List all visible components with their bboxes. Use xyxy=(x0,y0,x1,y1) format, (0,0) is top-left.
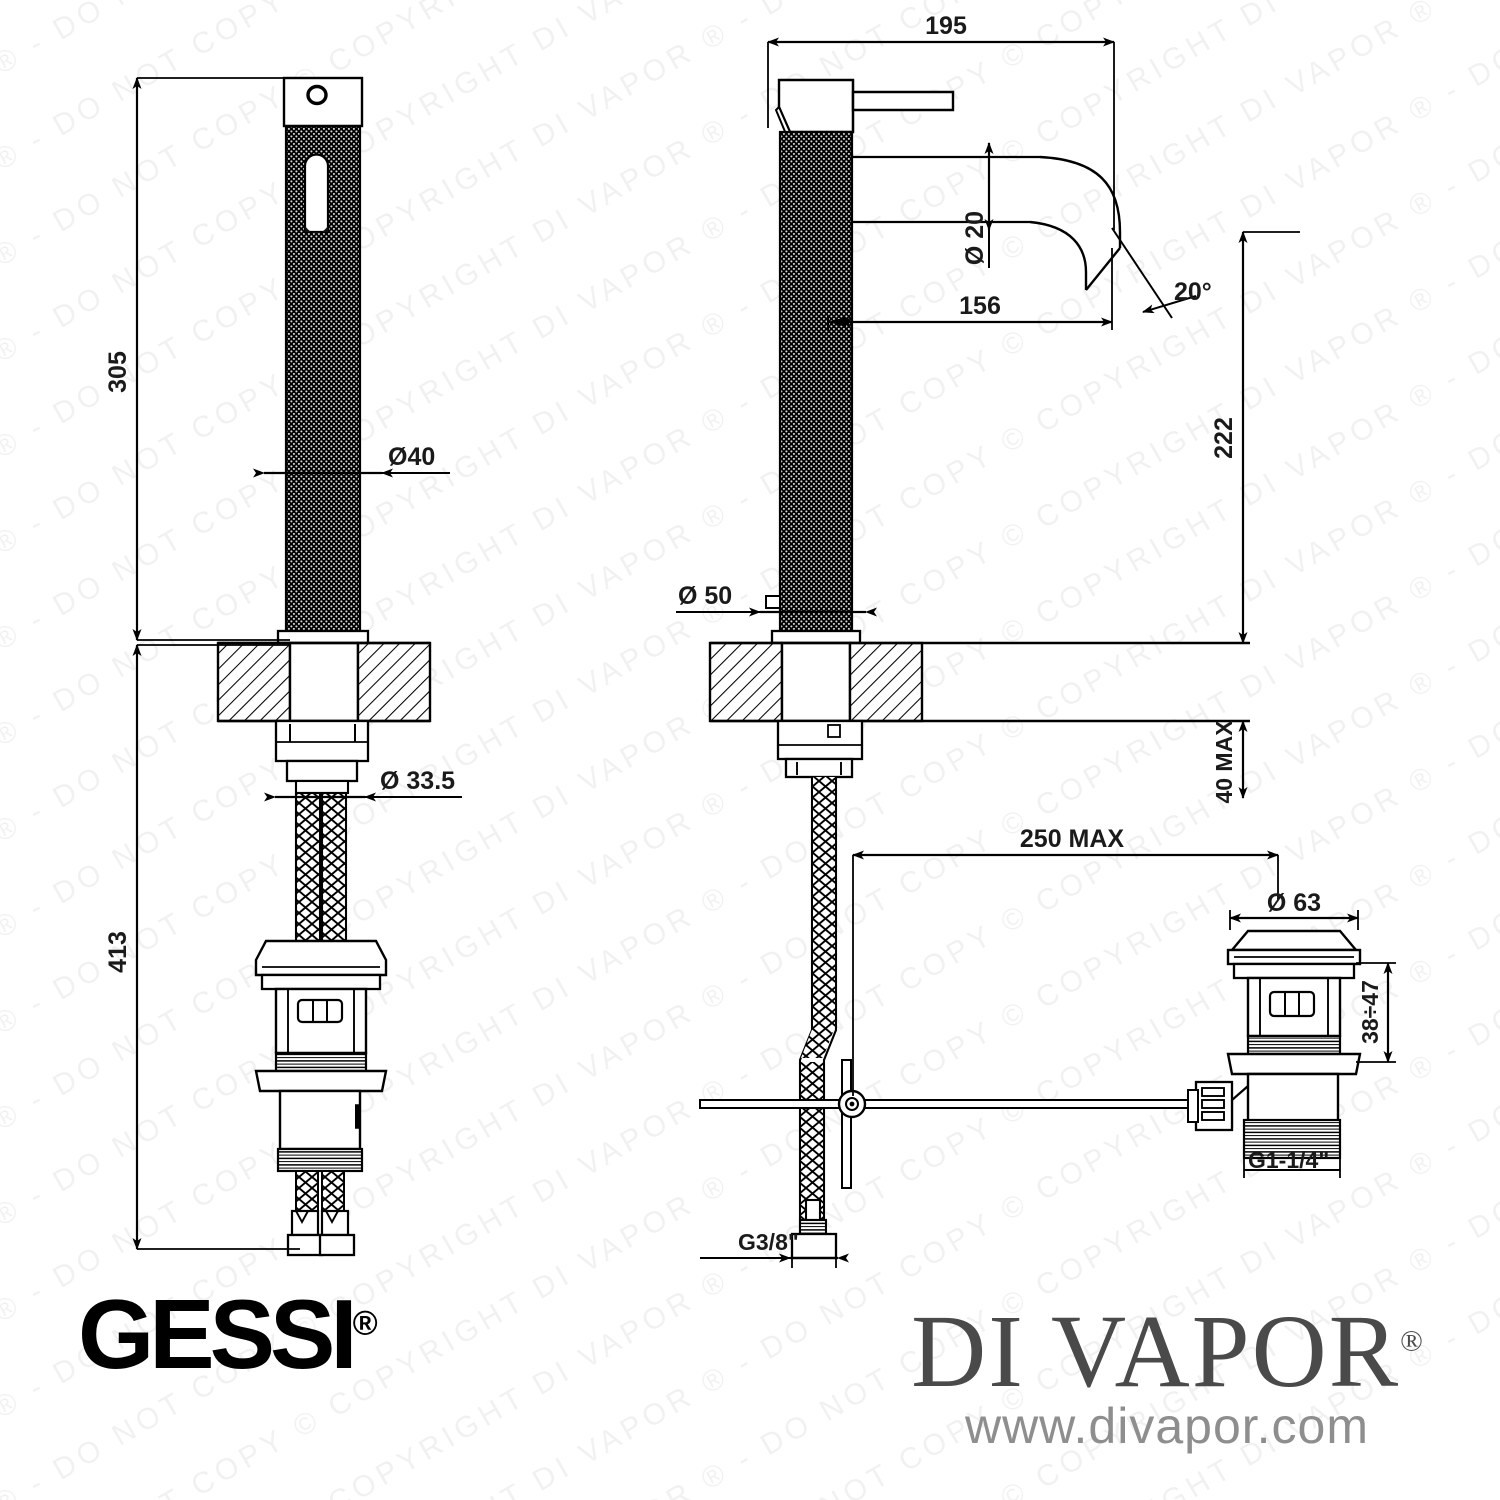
divapor-logo: DI VAPOR® www.divapor.com xyxy=(862,1300,1472,1453)
dim-195: 195 xyxy=(925,12,967,40)
divapor-wordmark-line: DI VAPOR® xyxy=(862,1300,1472,1404)
dim-d335: Ø 33.5 xyxy=(380,767,455,795)
dim-413: 413 xyxy=(104,931,132,973)
dim-g114: G1-1/4" xyxy=(1248,1147,1329,1173)
dim-d63: Ø 63 xyxy=(1267,889,1321,917)
divapor-website-url[interactable]: www.divapor.com xyxy=(964,1398,1370,1454)
waste-detail-view: G1-1/4" Ø 63 38÷47 xyxy=(1187,889,1396,1178)
dim-d40: Ø40 xyxy=(388,443,435,471)
right-view-side-elevation: G3/8" 195 Ø 20 156 xyxy=(676,12,1300,1268)
dim-250max: 250 MAX xyxy=(1020,825,1125,853)
dim-angle20: 20° xyxy=(1174,278,1212,306)
dim-g38: G3/8" xyxy=(738,1229,799,1255)
divapor-registered-icon: ® xyxy=(1400,1324,1423,1358)
dim-d50: Ø 50 xyxy=(678,582,732,610)
dim-222: 222 xyxy=(1210,417,1238,459)
divapor-wordmark: DI VAPOR xyxy=(911,1294,1401,1409)
dim-38-47: 38÷47 xyxy=(1357,980,1383,1044)
dim-d20: Ø 20 xyxy=(961,211,989,265)
dim-305: 305 xyxy=(104,351,132,393)
gessi-logo: GESSI® xyxy=(78,1285,378,1383)
gessi-wordmark: GESSI xyxy=(78,1279,358,1389)
dim-156: 156 xyxy=(959,292,1001,320)
gessi-registered-icon: ® xyxy=(352,1304,378,1343)
left-view-front-elevation: 305 413 Ø40 Ø 33.5 xyxy=(104,76,462,1257)
dim-40max: 40 MAX xyxy=(1211,720,1237,804)
